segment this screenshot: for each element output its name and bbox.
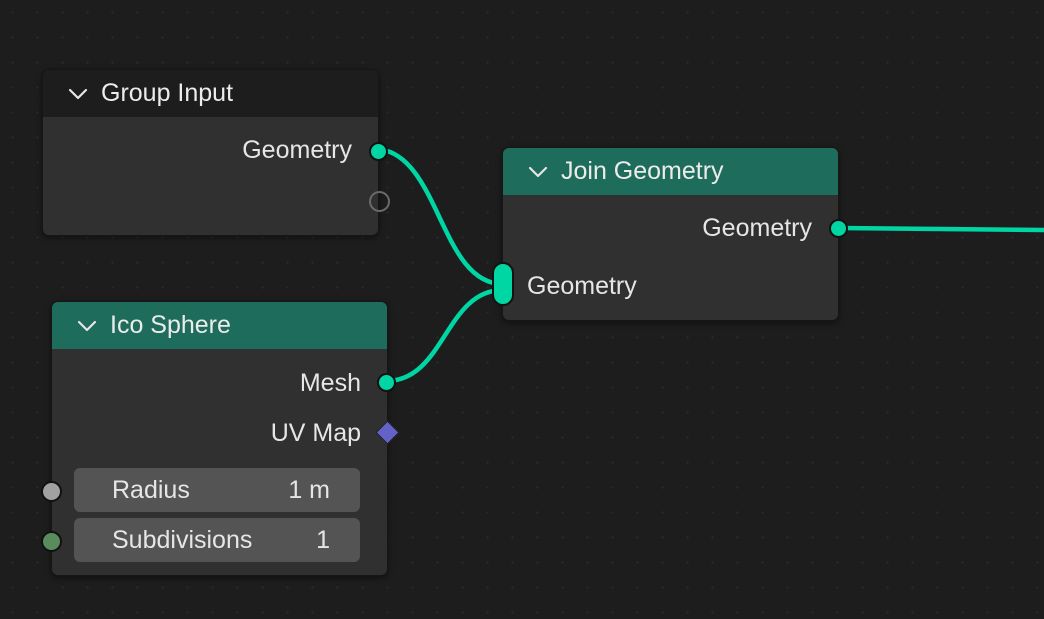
group-input-output-label: Geometry [242,136,352,164]
link-group-input-to-join[interactable] [375,146,506,287]
chevron-down-icon[interactable] [527,161,549,183]
radius-label: Radius [112,475,190,504]
subdivisions-field[interactable]: Subdivisions 1 [74,518,360,562]
join-geometry-node[interactable]: Join Geometry Geometry Geometry [492,147,848,321]
radius-value: 1 m [288,475,330,504]
subdivisions-input-socket[interactable] [41,531,62,552]
group-input-title: Group Input [101,79,234,107]
group-input-geometry-socket[interactable] [369,142,388,161]
ico-sphere-mesh-socket[interactable] [377,373,396,392]
group-input-header[interactable]: Group Input [43,70,378,117]
join-geometry-output-label: Geometry [702,214,812,242]
radius-input-socket[interactable] [41,481,62,502]
join-geometry-output-socket[interactable] [829,219,848,238]
join-geometry-multi-input-socket[interactable] [492,262,514,306]
chevron-down-icon[interactable] [67,83,89,105]
ico-sphere-header[interactable]: Ico Sphere [52,302,387,349]
chevron-down-icon[interactable] [76,315,98,337]
join-geometry-header[interactable]: Join Geometry [503,148,838,195]
join-geometry-title: Join Geometry [561,157,724,185]
uv-map-socket-icon[interactable] [375,420,400,445]
ico-sphere-title: Ico Sphere [110,311,231,339]
group-input-node[interactable]: Group Input Geometry [42,69,390,236]
link-join-output[interactable] [835,225,1044,233]
ico-sphere-uvmap-label: UV Map [270,419,361,447]
subdivisions-label: Subdivisions [112,525,253,554]
ico-sphere-node[interactable]: Ico Sphere Mesh UV Map Radius 1 m Subdiv… [41,301,400,576]
link-ico-mesh-to-join[interactable] [383,287,506,384]
group-input-empty-socket[interactable] [369,191,390,212]
subdivisions-value: 1 [316,525,330,554]
radius-field[interactable]: Radius 1 m [74,468,360,512]
join-geometry-input-label: Geometry [527,272,637,300]
ico-sphere-mesh-label: Mesh [299,369,361,397]
